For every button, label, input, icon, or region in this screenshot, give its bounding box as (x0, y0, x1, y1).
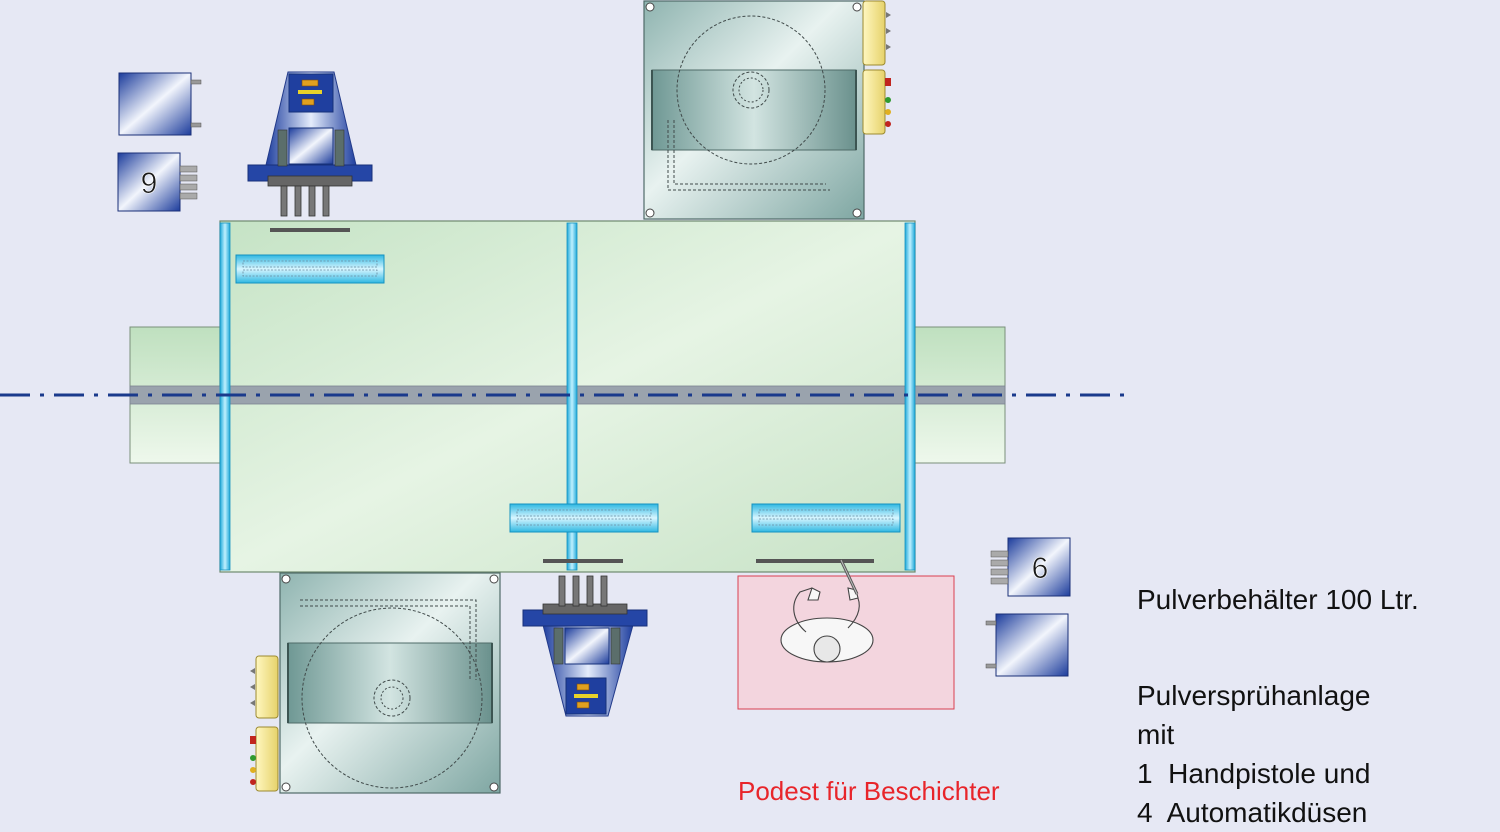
gun-slot-bottom-middle (543, 559, 623, 563)
gun-controller-lower-right: 6 (990, 537, 1071, 597)
spray-gun-icon-bottom (558, 575, 608, 607)
filter-unit-top (643, 0, 865, 220)
spray-system-label: Pulversprühanlage mit 1 Handpistole und … (1137, 676, 1371, 832)
platform-label: Podest für Beschichter (738, 776, 1000, 806)
spray-system-line-2: mit (1137, 719, 1175, 750)
spray-system-line-4: 4 Automatikdüsen (1137, 797, 1368, 828)
fan-wheel-icon-bottom (301, 607, 483, 789)
powder-feeder-bottom (522, 575, 648, 717)
spray-system-line-1: Pulversprühanlage (1137, 680, 1371, 711)
spray-system-line-3: 1 Handpistole und (1137, 758, 1371, 789)
slot-nozzle-bottom-middle (509, 503, 659, 533)
control-panel-top-upper (862, 0, 891, 66)
operator-platform (737, 559, 955, 710)
slot-nozzle-top-left (235, 254, 385, 284)
gun-controller-upper-left: 9 (117, 152, 198, 212)
fan-wheel-icon (676, 15, 826, 165)
power-box-upper-left (118, 72, 202, 136)
control-panel-bottom-lower (250, 726, 279, 792)
power-box-lower-right (985, 613, 1069, 677)
hand-spray-gun-icon (839, 559, 859, 595)
powder-feeder-top (247, 71, 373, 217)
control-panel-top-lower (862, 69, 891, 135)
gun-slot-bottom-right (756, 559, 874, 563)
filter-unit-bottom (279, 572, 501, 794)
spray-gun-icon (280, 185, 330, 217)
gun-slot-top (270, 228, 350, 232)
controller-number-9: 9 (141, 167, 158, 200)
control-panel-bottom-upper (250, 655, 279, 719)
operator-figure-icon (780, 587, 874, 663)
slot-nozzle-bottom-right (751, 503, 901, 533)
controller-number-6: 6 (1032, 552, 1049, 585)
powder-container-label: Pulverbehälter 100 Ltr. (1137, 584, 1419, 615)
